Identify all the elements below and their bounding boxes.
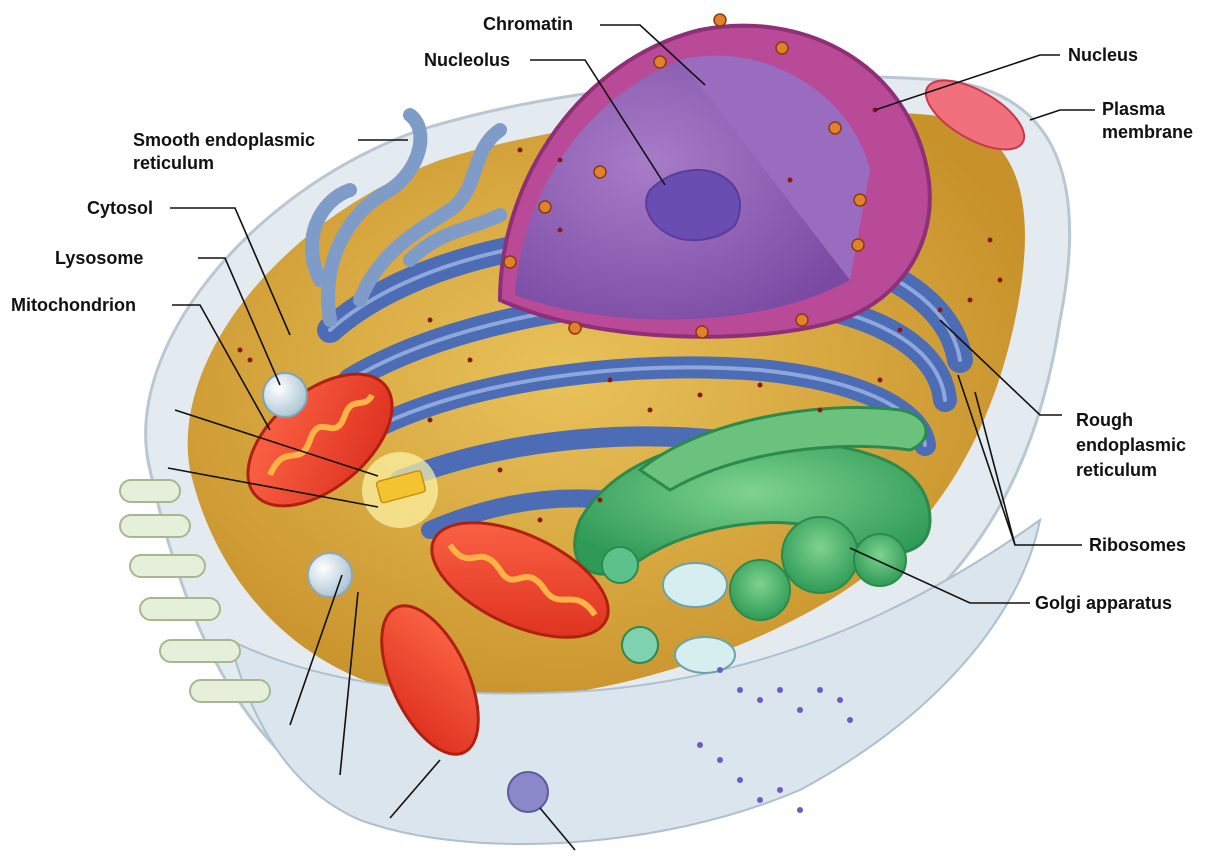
label-smooth-er-line2: reticulum bbox=[133, 152, 214, 174]
centrosome bbox=[362, 452, 438, 528]
label-ribosomes: Ribosomes bbox=[1089, 534, 1186, 556]
label-rough-er-line1: Rough bbox=[1076, 409, 1133, 431]
lysosome bbox=[263, 373, 307, 417]
label-plasma-membrane-line2: membrane bbox=[1102, 121, 1193, 143]
label-golgi-apparatus: Golgi apparatus bbox=[1035, 592, 1172, 614]
label-chromatin: Chromatin bbox=[483, 13, 573, 35]
label-mitochondrion: Mitochondrion bbox=[11, 294, 136, 316]
label-plasma-membrane-line1: Plasma bbox=[1102, 98, 1165, 120]
label-rough-er-line3: reticulum bbox=[1076, 459, 1157, 481]
vesicle bbox=[308, 553, 352, 597]
label-smooth-er-line1: Smooth endoplasmic bbox=[133, 129, 315, 151]
plasma-membrane-leader bbox=[1030, 110, 1095, 120]
peroxisome bbox=[508, 772, 548, 812]
label-lysosome: Lysosome bbox=[55, 247, 143, 269]
label-rough-er-line2: endoplasmic bbox=[1076, 434, 1186, 456]
label-nucleus: Nucleus bbox=[1068, 44, 1138, 66]
label-cytosol: Cytosol bbox=[87, 197, 153, 219]
nucleolus bbox=[646, 170, 740, 240]
label-nucleolus: Nucleolus bbox=[424, 49, 510, 71]
